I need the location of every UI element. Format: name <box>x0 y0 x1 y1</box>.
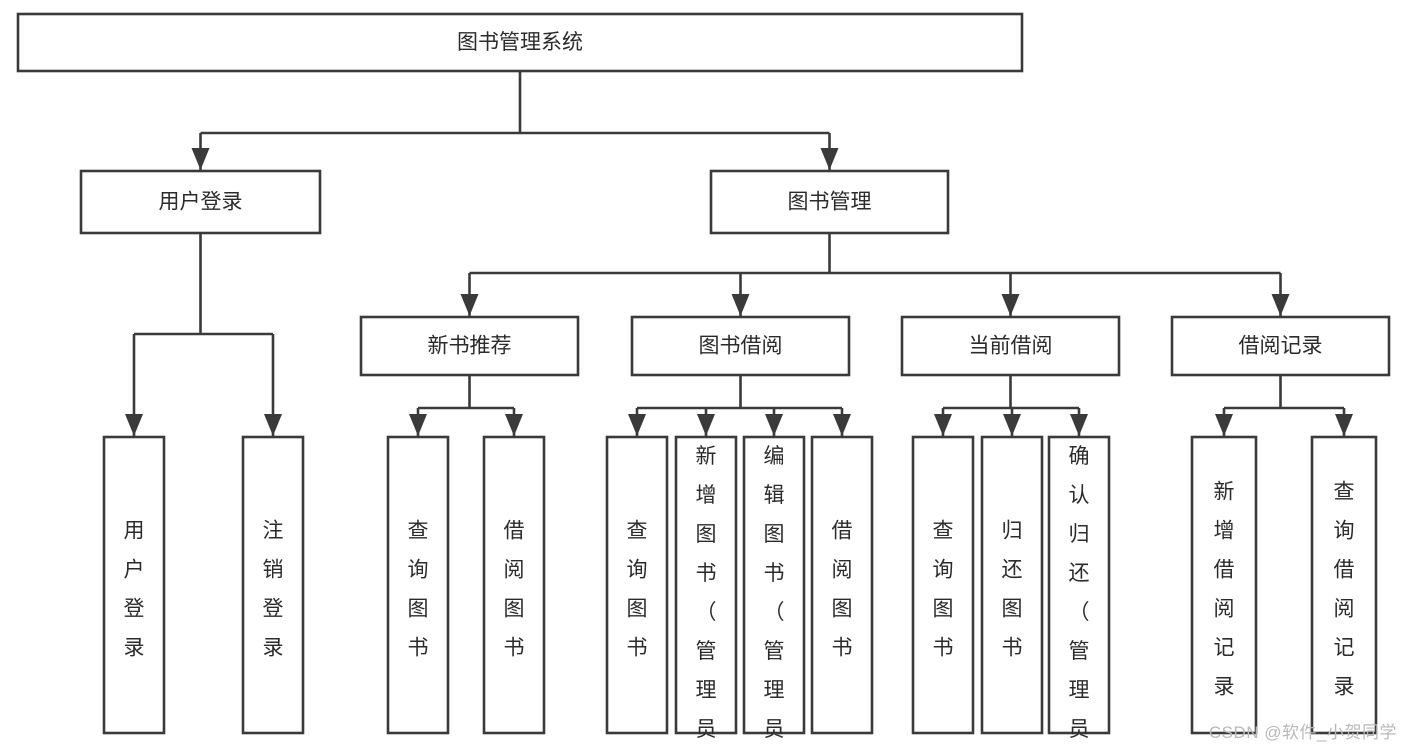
node-leaf-query-book-1[interactable]: 查询图书 <box>386 435 450 735</box>
node-leaf-confirm-return[interactable]: 确认归还（管理员） <box>1047 435 1111 747</box>
node-root[interactable]: 图书管理系统 <box>16 12 1024 73</box>
node-box-leaf-edit-book <box>742 435 806 735</box>
node-user-login[interactable]: 用户登录 <box>79 169 322 235</box>
node-box-leaf-query-book-1 <box>386 435 450 735</box>
node-box-book-borrow <box>630 315 851 377</box>
node-label-book-borrow: 图书借阅 <box>699 335 783 358</box>
node-label-leaf-confirm-return: 确认归还（管理员） <box>1069 445 1090 747</box>
node-leaf-add-record[interactable]: 新增借阅记录 <box>1190 435 1258 735</box>
edge-arrow-current-borrow-2 <box>1070 414 1088 436</box>
node-label-leaf-user-logout: 注销登录 <box>263 519 284 659</box>
node-borrow-record[interactable]: 借阅记录 <box>1170 315 1391 377</box>
node-leaf-borrow-book-1[interactable]: 借阅图书 <box>482 435 546 735</box>
node-leaf-add-book[interactable]: 新增图书（管理员） <box>674 435 738 747</box>
node-label-leaf-add-record: 新增借阅记录 <box>1214 480 1235 698</box>
edge-arrow-book-borrow-3 <box>833 414 851 436</box>
edge-arrow-book-manage-0 <box>460 294 479 316</box>
node-leaf-return-book[interactable]: 归还图书 <box>980 435 1044 735</box>
node-label-leaf-query-book-2: 查询图书 <box>627 519 648 659</box>
node-leaf-query-book-3[interactable]: 查询图书 <box>911 435 975 735</box>
edge-arrow-book-borrow-0 <box>628 414 646 436</box>
node-box-leaf-add-book <box>674 435 738 735</box>
node-book-borrow[interactable]: 图书借阅 <box>630 315 851 377</box>
edge-arrow-current-borrow-1 <box>1003 414 1021 436</box>
node-layer: 图书管理系统用户登录图书管理新书推荐图书借阅当前借阅借阅记录用户登录注销登录查询… <box>16 12 1391 747</box>
node-box-new-book-rec <box>359 315 580 377</box>
node-leaf-edit-book[interactable]: 编辑图书（管理员） <box>742 435 806 747</box>
node-label-leaf-return-book: 归还图书 <box>1002 519 1023 659</box>
node-label-root: 图书管理系统 <box>457 31 583 54</box>
node-leaf-query-record[interactable]: 查询借阅记录 <box>1310 435 1378 735</box>
node-box-borrow-record <box>1170 315 1391 377</box>
node-box-leaf-query-book-3 <box>911 435 975 735</box>
edge-arrow-user-login-1 <box>264 414 282 436</box>
node-box-leaf-query-book-2 <box>605 435 669 735</box>
node-leaf-user-login[interactable]: 用户登录 <box>102 435 166 735</box>
node-label-leaf-query-book-3: 查询图书 <box>933 519 954 659</box>
node-box-current-borrow <box>900 315 1121 377</box>
edge-arrow-user-login-0 <box>125 414 143 436</box>
edge-arrow-book-borrow-1 <box>697 414 715 436</box>
edge-arrow-book-manage-1 <box>731 294 750 316</box>
node-box-leaf-user-logout <box>241 435 305 735</box>
edge-arrow-book-manage-2 <box>1001 294 1020 316</box>
node-box-leaf-confirm-return <box>1047 435 1111 735</box>
node-leaf-user-logout[interactable]: 注销登录 <box>241 435 305 735</box>
node-label-leaf-borrow-book-1: 借阅图书 <box>504 519 525 659</box>
node-label-new-book-rec: 新书推荐 <box>428 335 512 358</box>
node-new-book-rec[interactable]: 新书推荐 <box>359 315 580 377</box>
node-box-leaf-return-book <box>980 435 1044 735</box>
node-label-borrow-record: 借阅记录 <box>1239 335 1323 358</box>
node-book-manage[interactable]: 图书管理 <box>709 169 950 235</box>
node-label-leaf-borrow-book-2: 借阅图书 <box>832 519 853 659</box>
node-box-book-manage <box>709 169 950 235</box>
edge-arrow-current-borrow-0 <box>934 414 952 436</box>
node-leaf-query-book-2[interactable]: 查询图书 <box>605 435 669 735</box>
edge-arrow-new-book-rec-1 <box>505 414 523 436</box>
edge-arrow-root-0 <box>191 148 210 170</box>
node-label-leaf-edit-book: 编辑图书（管理员） <box>764 445 785 747</box>
edge-arrow-book-borrow-2 <box>765 414 783 436</box>
node-label-leaf-query-record: 查询借阅记录 <box>1334 480 1355 698</box>
node-box-leaf-add-record <box>1190 435 1258 735</box>
edge-arrow-borrow-record-1 <box>1335 414 1353 436</box>
node-box-leaf-borrow-book-2 <box>810 435 874 735</box>
edge-arrow-book-manage-3 <box>1271 294 1290 316</box>
node-label-current-borrow: 当前借阅 <box>969 335 1053 358</box>
node-box-leaf-query-record <box>1310 435 1378 735</box>
node-box-user-login <box>79 169 322 235</box>
node-label-leaf-query-book-1: 查询图书 <box>408 519 429 659</box>
edge-layer <box>125 71 1353 436</box>
node-box-root <box>16 12 1024 73</box>
node-box-leaf-user-login <box>102 435 166 735</box>
edge-arrow-root-1 <box>820 148 839 170</box>
node-label-leaf-user-login: 用户登录 <box>124 519 145 659</box>
node-box-leaf-borrow-book-1 <box>482 435 546 735</box>
node-label-leaf-add-book: 新增图书（管理员） <box>696 445 717 747</box>
node-label-book-manage: 图书管理 <box>788 191 872 214</box>
edge-arrow-new-book-rec-0 <box>409 414 427 436</box>
node-current-borrow[interactable]: 当前借阅 <box>900 315 1121 377</box>
edge-arrow-borrow-record-0 <box>1215 414 1233 436</box>
node-leaf-borrow-book-2[interactable]: 借阅图书 <box>810 435 874 735</box>
node-label-user-login: 用户登录 <box>159 191 243 214</box>
